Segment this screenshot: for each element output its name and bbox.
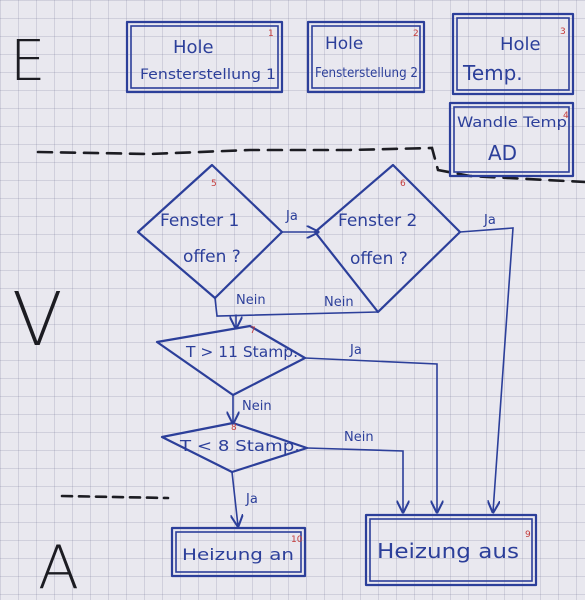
svg-text:Hole: Hole	[325, 34, 363, 54]
svg-text:Heizung an: Heizung an	[182, 545, 294, 564]
decision-fenster-2: 6 Fenster 2 offen ?	[313, 163, 462, 314]
svg-text:offen ?: offen ?	[350, 249, 408, 269]
svg-text:offen ?: offen ?	[183, 247, 241, 267]
edge-label-ja-8: Ja	[245, 492, 258, 507]
section-e-label: E	[10, 29, 45, 94]
box-hole-fensterstellung-2: 2 Hole Fensterstellung 2	[306, 20, 426, 94]
edge-label-ja-6-out: Ja	[483, 213, 496, 228]
svg-text:Fensterstellung 1: Fensterstellung 1	[140, 67, 276, 83]
decision-t-lt-8: 8 T < 8 Stamp.	[160, 421, 309, 474]
svg-text:3: 3	[560, 27, 566, 37]
svg-text:10: 10	[291, 535, 303, 545]
svg-text:AD: AD	[488, 141, 517, 165]
section-a-label: A	[38, 533, 79, 600]
edge-label-nein-6: Nein	[324, 295, 354, 310]
svg-text:5: 5	[211, 179, 217, 189]
edge-7-out-ja	[304, 357, 437, 512]
svg-text:Hole: Hole	[173, 37, 214, 58]
output-heizung-aus: 9 Heizung aus	[364, 513, 538, 587]
svg-text:Hole: Hole	[500, 34, 541, 55]
svg-text:Wandle Temp: Wandle Temp	[457, 115, 567, 131]
svg-text:8: 8	[231, 423, 237, 433]
box-hole-temp: 3 Hole Temp.	[451, 12, 575, 96]
box-wandle-temp-ad: 4 Wandle Temp AD	[448, 101, 575, 178]
decision-fenster-1: 5 Fenster 1 offen ?	[136, 163, 284, 300]
svg-text:Fensterstellung 2: Fensterstellung 2	[315, 66, 418, 81]
section-v-label: V	[12, 277, 63, 363]
decision-t-gt-11: 7 T > 11 Stamp.	[155, 324, 307, 397]
svg-text:T > 11 Stamp.: T > 11 Stamp.	[185, 343, 298, 361]
svg-text:6: 6	[400, 179, 406, 189]
svg-text:Heizung aus: Heizung aus	[377, 539, 519, 563]
svg-text:9: 9	[525, 530, 531, 540]
edge-label-ja-7: Ja	[349, 343, 362, 358]
separator-v-a	[60, 494, 170, 500]
svg-text:Fenster 2: Fenster 2	[338, 211, 417, 231]
edge-6-out-ja	[459, 227, 514, 512]
svg-text:2: 2	[413, 29, 419, 39]
edge-label-nein-8: Nein	[344, 430, 374, 445]
svg-text:4: 4	[563, 111, 569, 121]
edge-label-nein-7: Nein	[242, 399, 272, 414]
svg-text:1: 1	[268, 29, 274, 39]
edge-5-nein	[214, 297, 379, 317]
edge-8-an-ja	[232, 471, 238, 526]
output-heizung-an: 10 Heizung an	[170, 526, 307, 578]
svg-text:T < 8 Stamp.: T < 8 Stamp.	[179, 437, 300, 455]
svg-text:7: 7	[250, 326, 256, 336]
edge-8-out-nein	[306, 447, 403, 512]
svg-text:Temp.: Temp.	[462, 61, 523, 85]
edge-label-ja-5-6: Ja	[285, 209, 298, 224]
svg-text:Fenster 1: Fenster 1	[160, 211, 239, 231]
box-hole-fensterstellung-1: 1 Hole Fensterstellung 1	[125, 20, 284, 94]
edge-label-nein-5: Nein	[236, 293, 266, 308]
